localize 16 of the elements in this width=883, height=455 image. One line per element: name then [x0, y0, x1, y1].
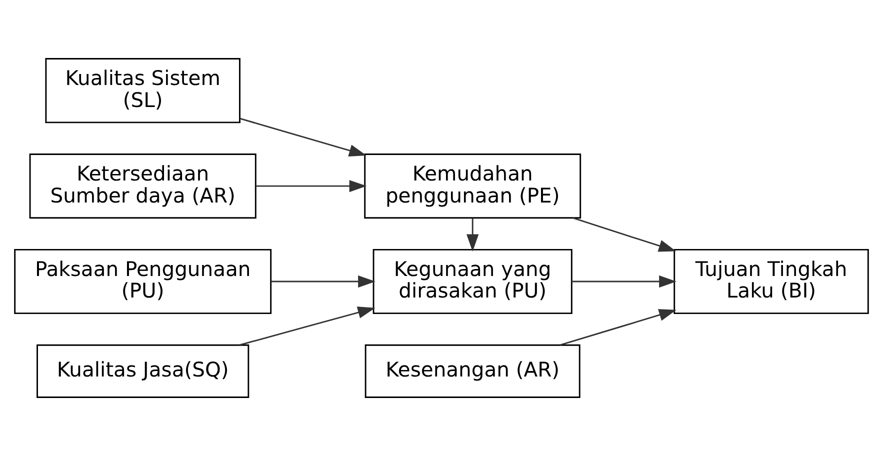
- node-box: Kemudahan penggunaan (PE): [364, 153, 582, 218]
- node-box: Kualitas Jasa(SQ): [36, 344, 250, 398]
- arrow: [466, 218, 479, 252]
- arrow: [572, 274, 676, 288]
- arrow: [560, 308, 676, 346]
- arrow: [240, 117, 366, 156]
- node-box: Kualitas Sistem (SL): [45, 58, 240, 123]
- arrow: [239, 306, 376, 346]
- arrow: [572, 216, 676, 252]
- arrow: [256, 179, 367, 192]
- node-box: Paksaan Penggunaan (PU): [14, 248, 272, 314]
- node-box: Tujuan Tingkah Laku (BI): [674, 248, 869, 314]
- node-box: Kegunaan yang dirasakan (PU): [372, 248, 572, 314]
- node-box: Ketersediaan Sumber daya (AR): [29, 153, 256, 218]
- arrow: [271, 274, 376, 288]
- node-box: Kesenangan (AR): [364, 344, 580, 398]
